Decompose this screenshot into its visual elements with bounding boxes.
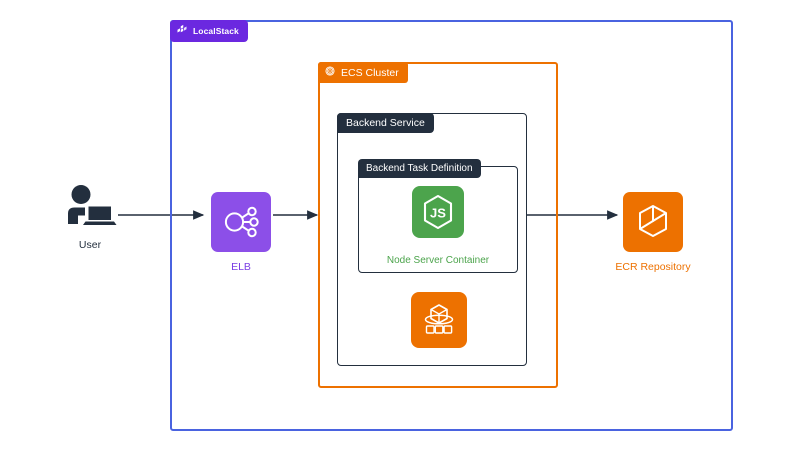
node-ecs-task[interactable] bbox=[411, 292, 467, 348]
nodejs-js-hexagon-icon: JS bbox=[412, 186, 464, 238]
ecs-cluster-boundary bbox=[318, 62, 558, 388]
elb-label: ELB bbox=[231, 261, 251, 273]
node-ecr-repository[interactable]: ECR Repository bbox=[615, 192, 691, 273]
node-server-container-label: Node Server Container bbox=[386, 255, 490, 266]
node-node-server-container[interactable]: JS Node Server Container bbox=[387, 186, 489, 266]
backend-service-badge: Backend Service bbox=[337, 113, 434, 133]
backend-task-definition-label: Backend Task Definition bbox=[366, 163, 473, 174]
backend-task-definition-badge: Backend Task Definition bbox=[358, 159, 481, 178]
backend-service-label: Backend Service bbox=[346, 117, 425, 129]
node-user[interactable]: User bbox=[42, 184, 138, 251]
svg-text:JS: JS bbox=[430, 206, 446, 221]
user-label: User bbox=[78, 239, 102, 251]
user-person-laptop-icon bbox=[59, 184, 121, 230]
localstack-logo-icon bbox=[176, 22, 188, 40]
elastic-load-balancer-icon bbox=[211, 192, 271, 252]
localstack-label: LocalStack bbox=[193, 26, 239, 36]
localstack-badge: LocalStack bbox=[170, 20, 248, 42]
localstack-boundary bbox=[170, 20, 733, 431]
ecr-repository-box-icon bbox=[623, 192, 683, 252]
ecr-repository-label: ECR Repository bbox=[615, 261, 691, 273]
ecs-cluster-badge: ECS Cluster bbox=[318, 62, 408, 83]
ecs-cluster-icon bbox=[324, 64, 336, 82]
ecs-cluster-label: ECS Cluster bbox=[341, 66, 399, 79]
node-elb[interactable]: ELB bbox=[210, 192, 272, 273]
ecs-container-cube-icon bbox=[411, 292, 467, 348]
